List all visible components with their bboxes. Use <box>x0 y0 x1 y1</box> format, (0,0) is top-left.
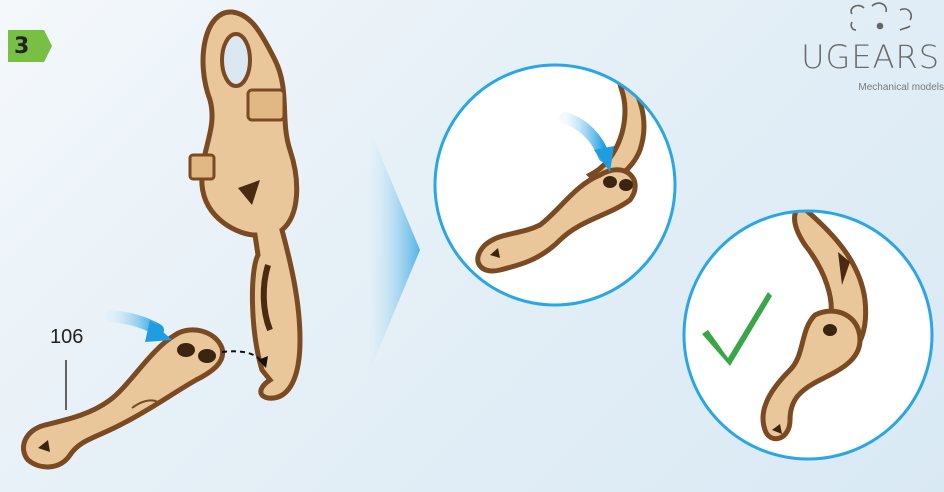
blue-pointer-arrow-icon <box>112 316 172 342</box>
brand-tagline: Mechanical models <box>858 82 944 93</box>
transition-arrow-icon <box>370 130 420 370</box>
brand-logo: UGEARS Mechanical models <box>814 0 944 100</box>
part-106-lever <box>23 330 222 467</box>
detail-circle-1 <box>435 65 675 305</box>
step-badge: 3 <box>8 30 52 62</box>
detail-circle-2 <box>684 205 932 459</box>
brand-name: UGEARS <box>801 38 940 76</box>
part-number-label: 106 <box>50 326 83 349</box>
step-number: 3 <box>14 34 29 59</box>
